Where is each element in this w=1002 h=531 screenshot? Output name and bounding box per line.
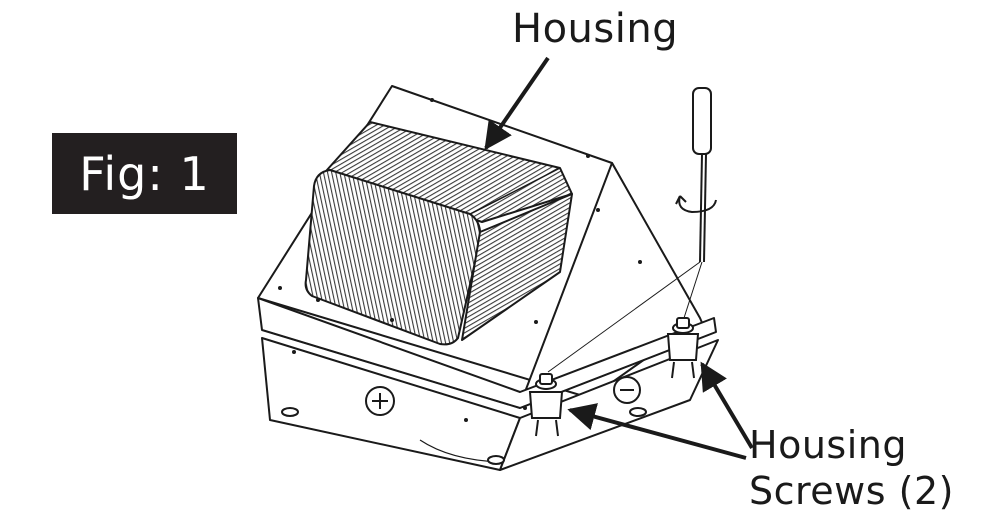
housing-screws-label-line1: Housing	[749, 423, 907, 467]
housing-screws-label-line2: Screws (2)	[749, 469, 954, 513]
screw-arrow-left	[567, 403, 747, 460]
heat-sink-front	[304, 169, 482, 346]
heat-sink	[304, 121, 573, 346]
housing-screw-left-icon	[528, 373, 564, 437]
minus-grommet-icon	[613, 376, 641, 404]
screw-arrow-right	[700, 361, 754, 450]
figure-label: Fig: 1	[52, 133, 237, 214]
heat-sink-side	[461, 193, 573, 341]
housing-screws-label: Housing Screws (2)	[749, 422, 954, 514]
base-right-face	[499, 339, 719, 471]
plus-grommet-icon	[365, 386, 395, 416]
screwdriver-icon	[547, 87, 717, 373]
plate-dots	[278, 98, 642, 422]
housing-arrow	[484, 56, 550, 151]
housing-label: Housing	[512, 6, 679, 52]
leader-arrows	[484, 56, 754, 460]
housing-screw-right-icon	[666, 317, 700, 379]
